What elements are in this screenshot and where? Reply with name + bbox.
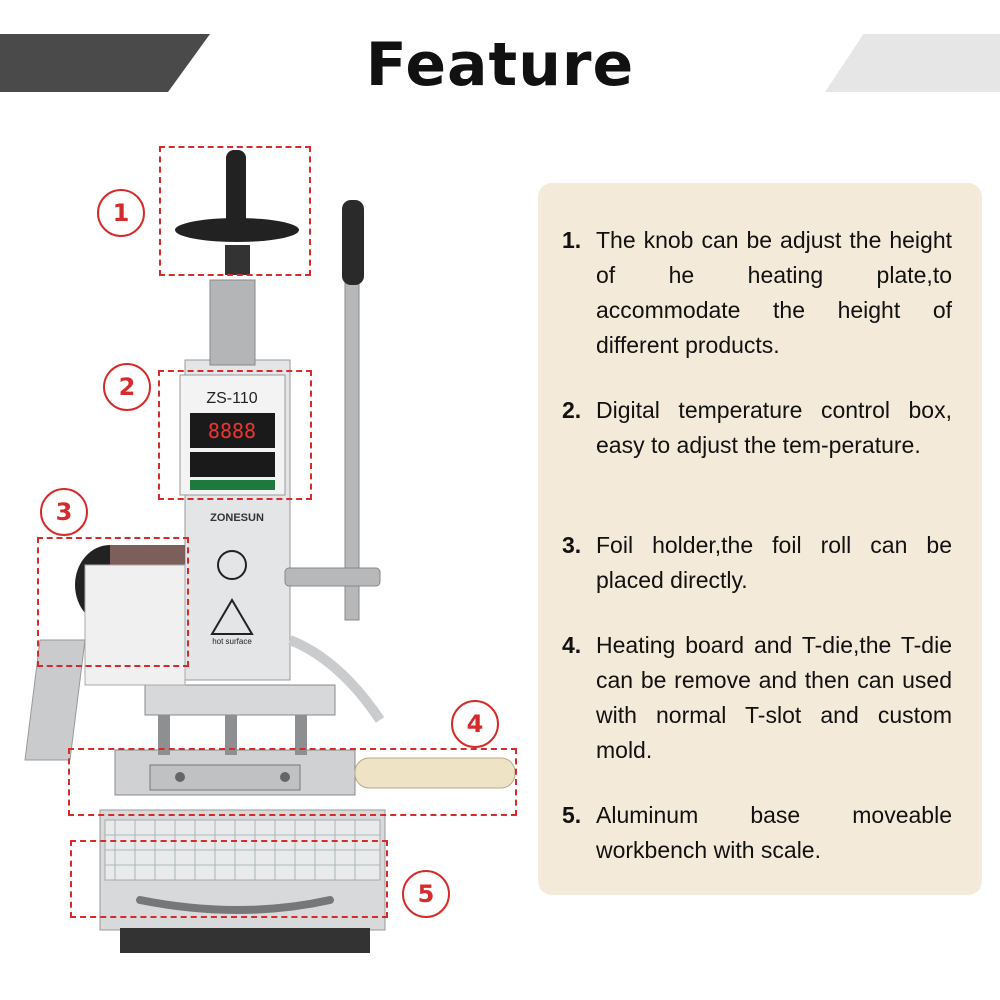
callout-5-marker: 5 xyxy=(402,870,450,918)
base-handle xyxy=(136,896,334,914)
callout-4-marker: 4 xyxy=(451,700,499,748)
page-title: Feature xyxy=(365,30,635,100)
knob-grip xyxy=(226,150,246,230)
feature-text: The knob can be adjust the height of he … xyxy=(596,227,952,358)
temperature-display xyxy=(190,413,275,448)
callout-3-region xyxy=(37,537,189,667)
t-die-bar xyxy=(149,764,301,791)
foil-strip xyxy=(24,639,86,761)
feature-number: 3. xyxy=(562,532,582,558)
feature-item-4: 4. Heating board and T-die,the T-die can… xyxy=(562,628,952,768)
svg-text:8888: 8888 xyxy=(208,419,256,443)
callout-2-marker: 2 xyxy=(103,363,151,411)
base-feet xyxy=(120,928,370,953)
feature-item-1: 1. The knob can be adjust the height of … xyxy=(562,223,952,363)
feature-item-3: 3. Foil holder,the foil roll can be plac… xyxy=(562,528,952,598)
feature-text: Digital temperature control box, easy to… xyxy=(596,397,952,458)
brand-label: ZONESUN xyxy=(210,512,264,524)
callout-1-marker: 1 xyxy=(97,189,145,237)
callout-5-region xyxy=(70,840,388,918)
feature-number: 4. xyxy=(562,632,582,658)
feature-number: 1. xyxy=(562,227,582,253)
feature-number: 2. xyxy=(562,397,582,423)
feature-text: Foil holder,the foil roll can be placed … xyxy=(596,532,952,593)
lever-grip xyxy=(342,200,364,285)
model-label: ZS-110 xyxy=(206,390,257,407)
feature-panel xyxy=(538,183,982,895)
screw-column xyxy=(209,279,256,366)
feature-item-5: 5. Aluminum base moveable workbench with… xyxy=(562,798,952,868)
feature-number: 5. xyxy=(562,802,582,828)
callout-2-region xyxy=(158,370,312,500)
upper-plate xyxy=(144,684,336,716)
svg-text:hot surface: hot surface xyxy=(212,637,252,646)
feature-text: Heating board and T-die,the T-die can be… xyxy=(596,632,952,763)
hot-stamping-machine-illustration: ZS-110 8888 ZONESUN hot surface xyxy=(24,150,516,953)
warning-icon xyxy=(217,550,247,580)
feature-text: Aluminum base moveable workbench with sc… xyxy=(596,802,952,863)
callout-3-marker: 3 xyxy=(40,488,88,536)
callout-1-region xyxy=(159,146,311,276)
callout-4-region xyxy=(68,748,517,816)
feature-item-2: 2. Digital temperature control box, easy… xyxy=(562,393,952,463)
